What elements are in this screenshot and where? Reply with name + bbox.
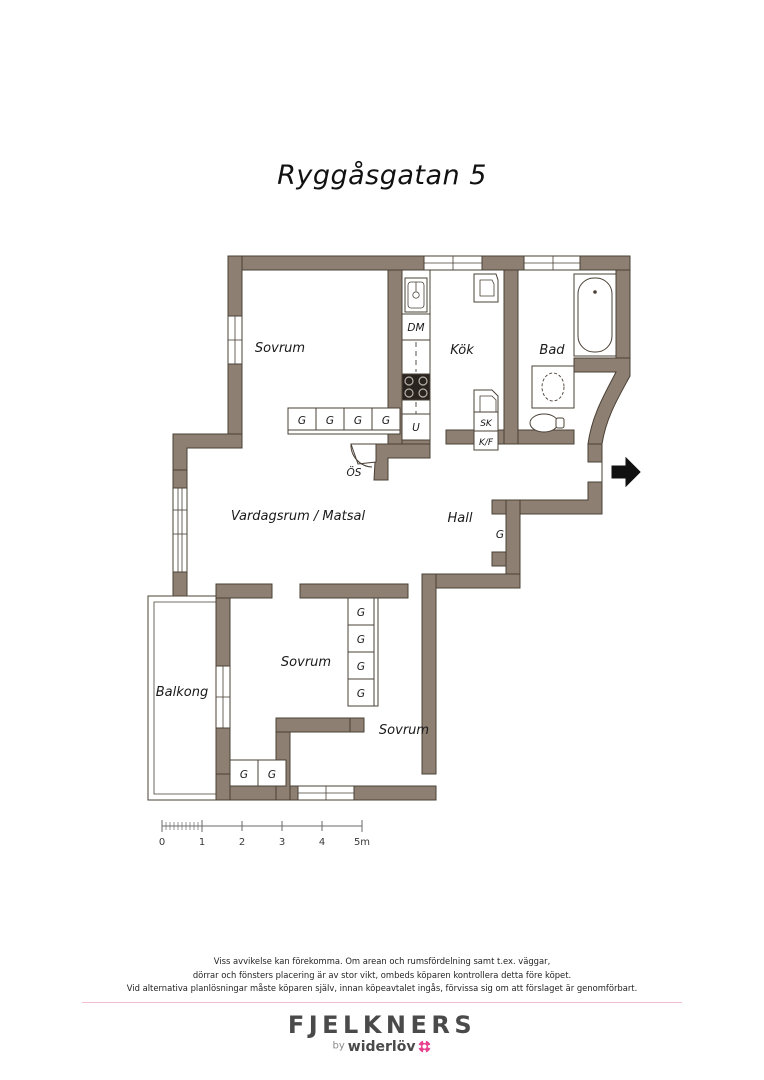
scale-tick-1: 1: [199, 837, 205, 848]
footer-divider: [82, 1002, 682, 1003]
wardrobe-label-5: G: [357, 634, 365, 646]
wardrobes-bottom-wall: [229, 759, 287, 787]
floorplan-drawing: Sovrum Kök Bad Vardagsrum / Matsal Hall …: [140, 248, 660, 808]
plan-walls: [147, 255, 631, 801]
scale-bar: 0 1 2 3 4 5m: [152, 818, 372, 850]
logo-by-text: by: [332, 1040, 345, 1052]
fixture-label-oven: U: [412, 422, 420, 434]
scale-tick-4: 4: [319, 837, 325, 848]
room-label-vardagsrum: Vardagsrum / Matsal: [231, 509, 366, 524]
room-label-balkong: Balkong: [156, 685, 208, 700]
disclaimer-line-1: Viss avvikelse kan förekomma. Om arean o…: [213, 956, 551, 966]
room-label-hall: Hall: [448, 511, 473, 526]
wardrobe-label-7: G: [357, 688, 365, 700]
disclaimer: Viss avvikelse kan förekomma. Om arean o…: [0, 955, 764, 996]
room-label-sovrum-bottom: Sovrum: [379, 723, 429, 738]
wardrobe-label-0: G: [298, 415, 306, 427]
disclaimer-line-3: Vid alternativa planlösningar måste köpa…: [126, 983, 638, 993]
room-label-sovrum-top: Sovrum: [255, 341, 305, 356]
fixture-label-cabinet: SK: [480, 419, 493, 429]
room-label-sovrum-left: Sovrum: [281, 655, 331, 670]
scale-tick-2: 2: [239, 837, 245, 848]
wardrobe-label-8: G: [240, 769, 248, 781]
wardrobes-sovrum-left: [347, 597, 379, 707]
disclaimer-line-2: dörrar och fönsters placering är av stor…: [192, 969, 572, 980]
wardrobe-labels: G G G G G G G G G G G: [240, 415, 504, 781]
entrance-arrow: [611, 456, 641, 488]
wardrobe-label-10: G: [496, 529, 504, 541]
wardrobe-label-9: G: [268, 769, 276, 781]
wardrobes-sovrum-top: [287, 407, 401, 435]
scale-tick-0: 0: [159, 837, 165, 848]
wardrobe-label-4: G: [357, 607, 365, 619]
kitchen-fittings: [401, 269, 431, 441]
wardrobe-label-2: G: [354, 415, 362, 427]
fixture-label-fridge-freezer: K/F: [479, 438, 494, 448]
bath-fixtures: [529, 273, 617, 433]
wardrobe-label-3: G: [382, 415, 390, 427]
kitchen-storage: [473, 273, 499, 451]
room-label-kok: Kök: [450, 343, 474, 358]
wardrobe-label-1: G: [326, 415, 334, 427]
wardrobe-label-6: G: [357, 661, 365, 673]
room-label-bad: Bad: [539, 343, 565, 358]
logo-wordmark: FJELKNERS: [287, 1011, 477, 1039]
fixture-label-corner-cabinet: ÖS: [347, 466, 362, 479]
page-title: Ryggåsgatan 5: [277, 160, 487, 191]
scale-tick-5: 5m: [354, 837, 370, 848]
os-corner-cabinet: [350, 443, 377, 468]
logo-brand-text: widerlöv: [347, 1038, 416, 1055]
fixture-label-dishwasher: DM: [407, 322, 424, 334]
logo-flower-icon: [418, 1040, 432, 1053]
scale-tick-3: 3: [279, 837, 285, 848]
